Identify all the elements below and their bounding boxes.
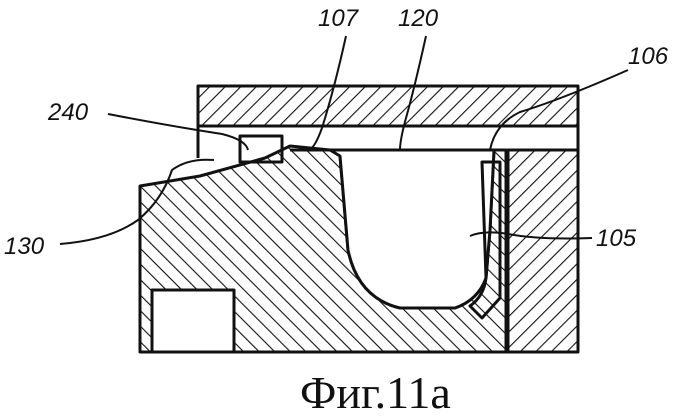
label-106: 106 xyxy=(628,43,669,70)
label-107: 107 xyxy=(318,5,360,32)
right-block xyxy=(508,150,578,352)
label-240: 240 xyxy=(47,99,89,126)
label-130: 130 xyxy=(4,233,45,260)
cavity xyxy=(340,150,494,308)
label-105: 105 xyxy=(596,225,637,252)
bottom-cutout xyxy=(152,290,234,352)
top-plate xyxy=(198,86,578,126)
figure-caption: Фиг.11a xyxy=(300,367,451,418)
label-120: 120 xyxy=(398,5,439,32)
